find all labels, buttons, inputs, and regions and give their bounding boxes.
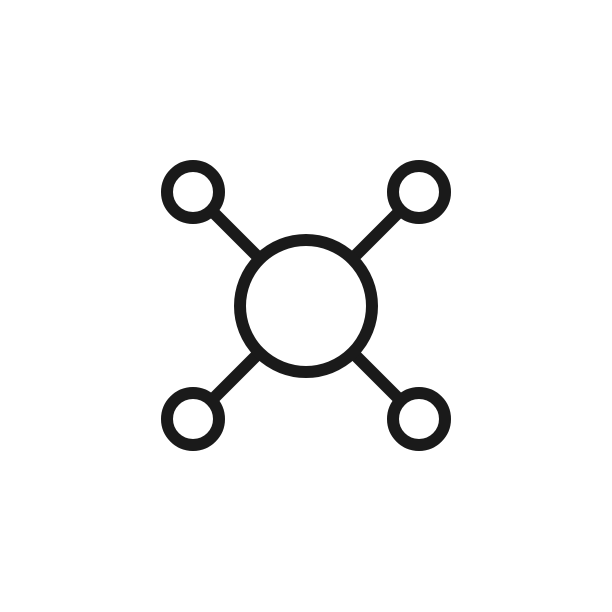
connector-line-top-left	[209, 208, 263, 262]
satellite-node-bottom-right	[387, 387, 451, 451]
connector-line-bottom-left	[209, 349, 263, 403]
connector-line-top-right	[349, 208, 403, 262]
center-node	[234, 234, 378, 378]
satellite-node-top-left	[161, 160, 225, 224]
satellite-node-top-right	[387, 160, 451, 224]
connector-line-bottom-right	[349, 349, 403, 403]
satellite-node-bottom-left	[161, 387, 225, 451]
